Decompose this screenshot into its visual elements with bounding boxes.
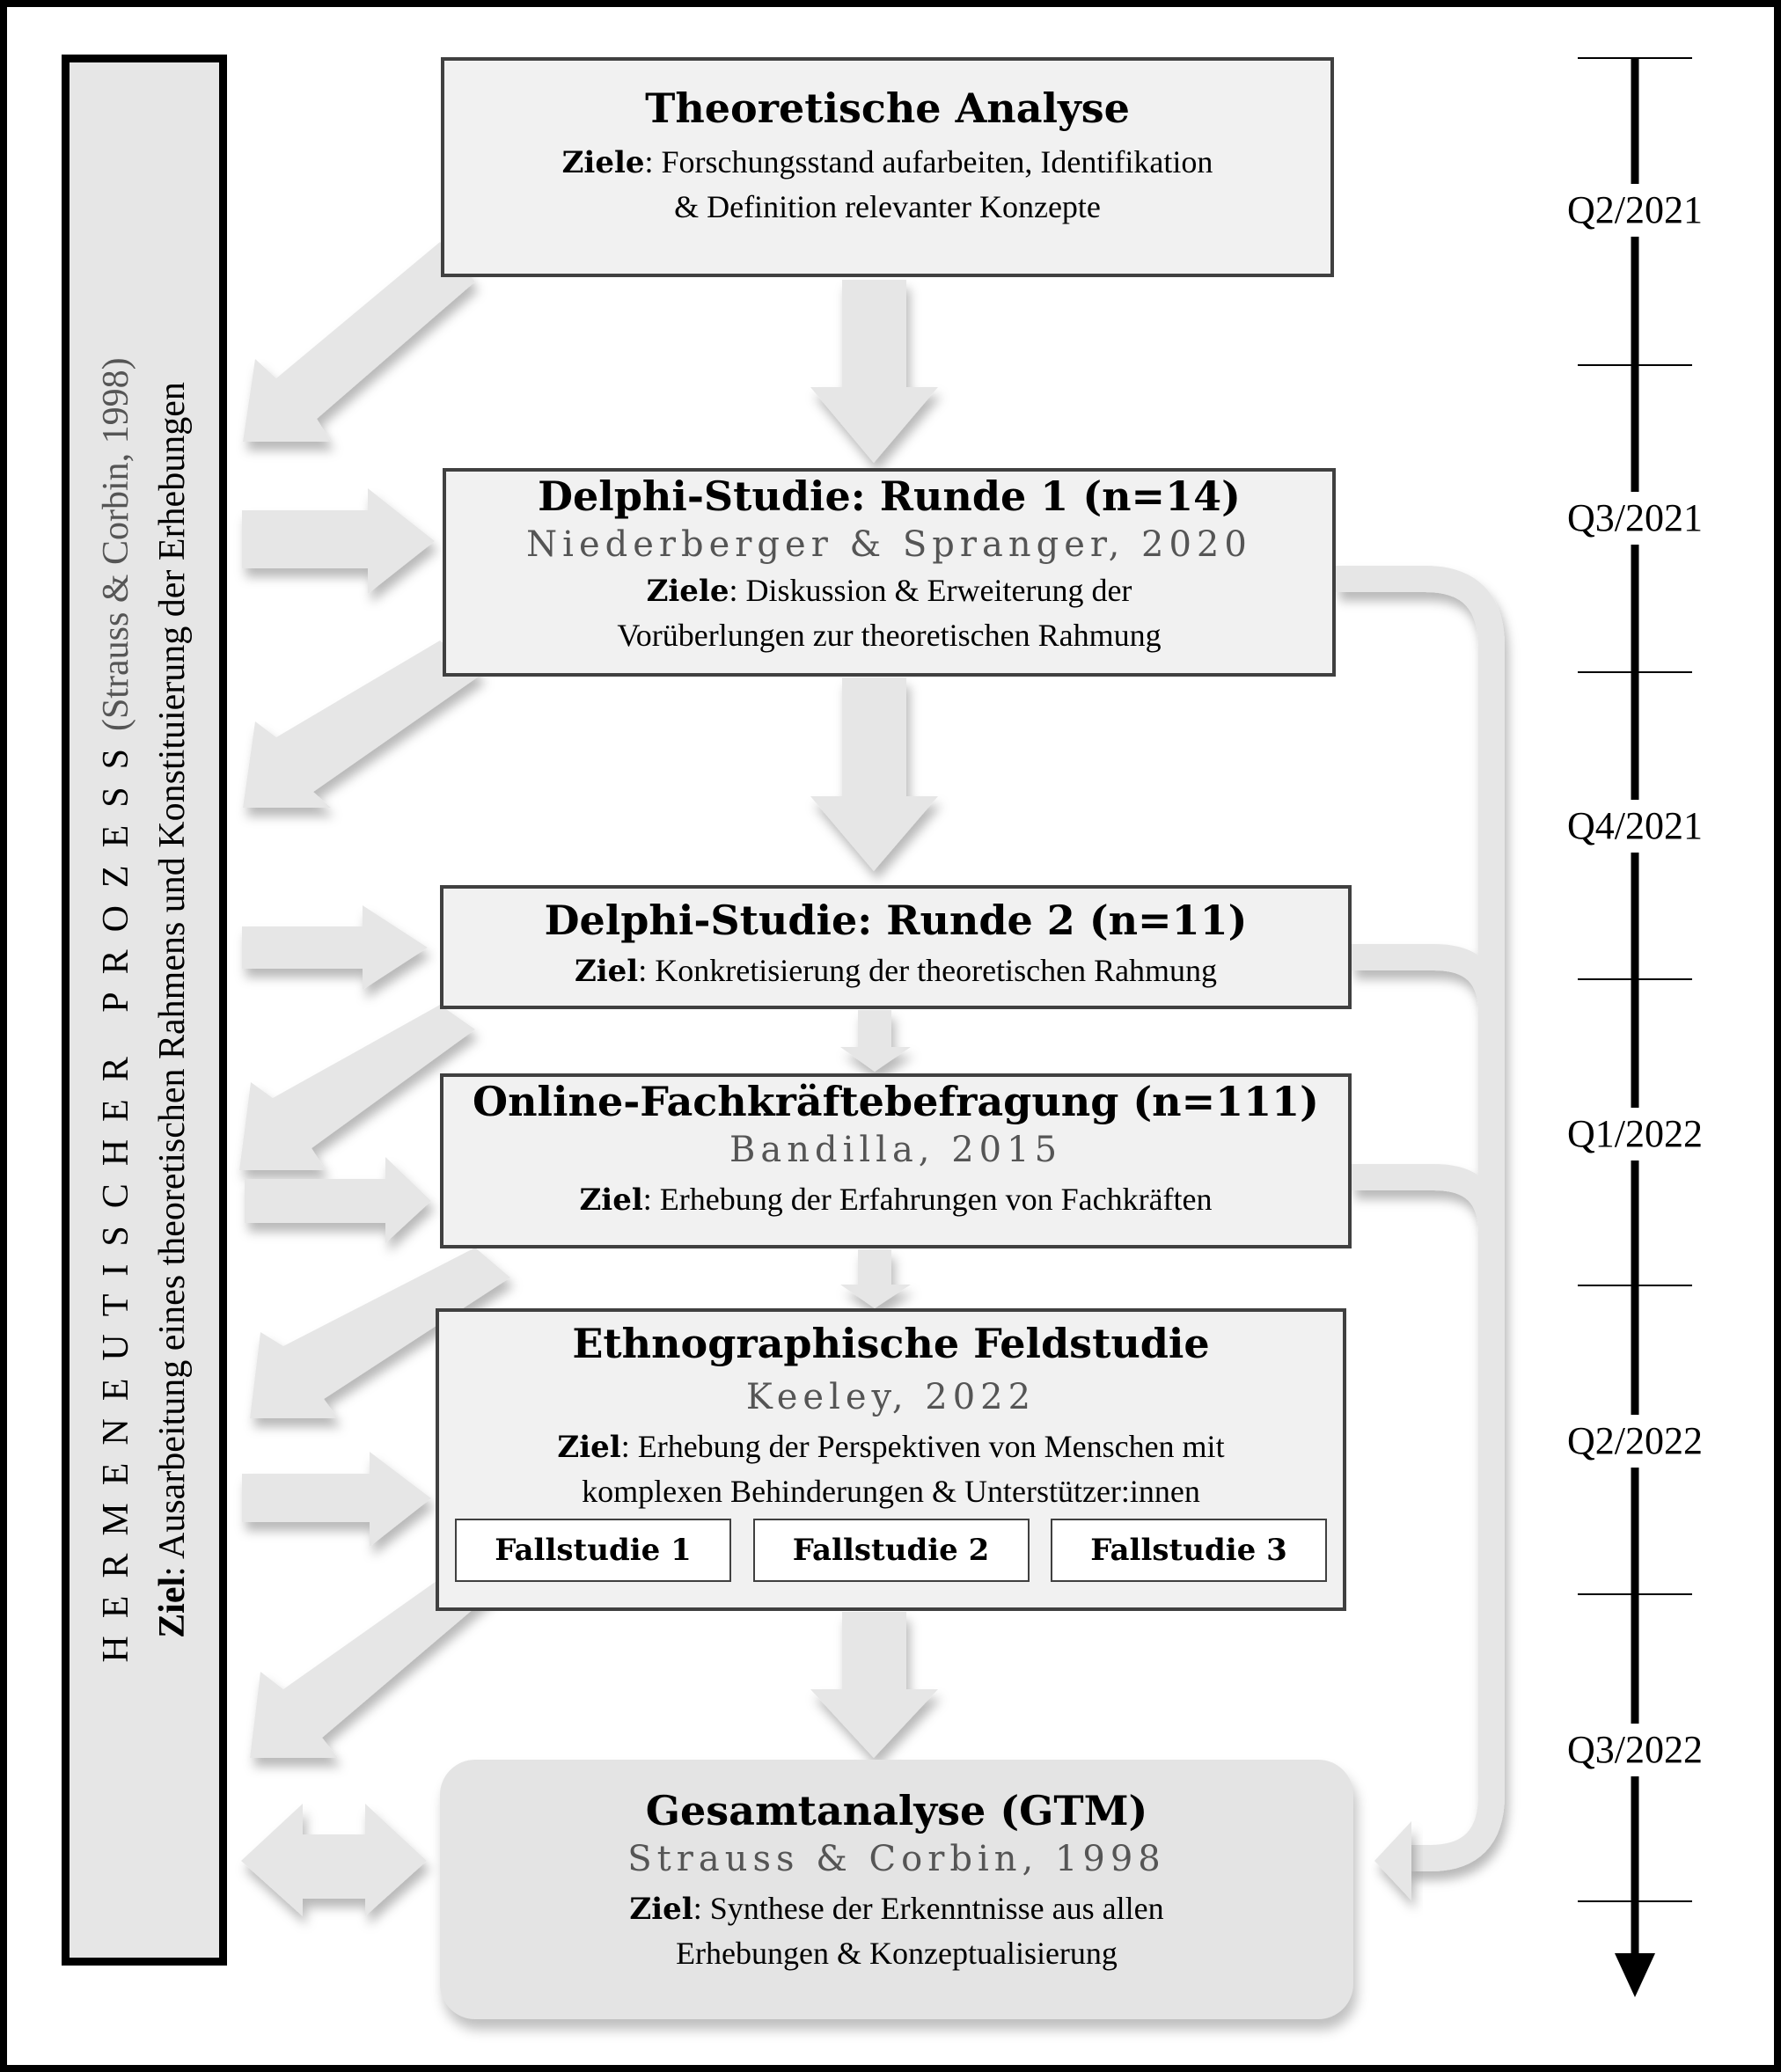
diagonal-arrow-5 xyxy=(250,1566,493,1758)
goal-text: Erhebungen & Konzeptualisierung xyxy=(676,1936,1118,1971)
timeline-label-q1-2022: Q1/2022 xyxy=(1556,1108,1714,1160)
box-title: Online-Fachkräftebefragung (n=111) xyxy=(473,1078,1319,1125)
box-theoretical-analysis: Theoretische Analyse Ziele: Forschungsst… xyxy=(441,57,1334,277)
box-goal: Ziel: Erhebung der Erfahrungen von Fachk… xyxy=(443,1177,1348,1222)
box-goal: Ziel: Erhebung der Perspektiven von Mens… xyxy=(439,1424,1343,1513)
box-citation: Bandilla, 2015 xyxy=(729,1130,1063,1170)
goal-text: : Forschungsstand aufarbeiten, Identifik… xyxy=(644,144,1213,179)
case-study-1: Fallstudie 1 xyxy=(455,1519,731,1582)
feedback-arrow-head xyxy=(1374,1821,1411,1900)
goal-label: Ziel xyxy=(579,1182,643,1218)
down-arrow-2 xyxy=(810,677,938,871)
down-arrow-3 xyxy=(840,1010,911,1072)
timeline-label-q3-2021: Q3/2021 xyxy=(1556,492,1714,545)
box-citation: Niederberger & Spranger, 2020 xyxy=(526,524,1252,565)
goal-text: : Erhebung der Perspektiven von Menschen… xyxy=(620,1429,1225,1464)
down-arrow-5 xyxy=(810,1612,938,1758)
case-study-2: Fallstudie 2 xyxy=(752,1519,1030,1582)
goal-text: : Synthese der Erkenntnisse aus allen xyxy=(693,1891,1164,1926)
right-arrow-1 xyxy=(242,488,435,594)
goal-text: & Definition relevanter Konzepte xyxy=(674,189,1101,224)
right-arrow-2 xyxy=(242,905,428,990)
box-ethnographic-field-study: Ethnographische Feldstudie Keeley, 2022 … xyxy=(436,1308,1346,1611)
box-overall-analysis: Gesamtanalyse (GTM) Strauss & Corbin, 19… xyxy=(440,1760,1353,2019)
timeline-label-q4-2021: Q4/2021 xyxy=(1556,800,1714,853)
goal-text: komplexen Behinderungen & Unterstützer:i… xyxy=(582,1474,1200,1509)
timeline-arrow-head xyxy=(1615,1953,1655,1997)
diagonal-arrow-2 xyxy=(243,641,482,808)
box-citation: Keeley, 2022 xyxy=(745,1377,1037,1417)
goal-text: : Konkretisierung der theoretischen Rahm… xyxy=(638,953,1218,988)
box-title: Gesamtanalyse (GTM) xyxy=(645,1787,1148,1834)
box-delphi-round-1: Delphi-Studie: Runde 1 (n=14) Niederberg… xyxy=(443,468,1336,677)
box-title: Delphi-Studie: Runde 1 (n=14) xyxy=(538,472,1241,520)
goal-text: Vorüberlungen zur theoretischen Rahmung xyxy=(617,618,1162,653)
goal-label: Ziele xyxy=(646,574,729,609)
box-title: Theoretische Analyse xyxy=(645,84,1130,132)
timeline-label-q3-2022: Q3/2022 xyxy=(1556,1724,1714,1776)
down-arrow-1 xyxy=(810,280,938,463)
goal-label: Ziel xyxy=(574,954,639,989)
box-online-survey: Online-Fachkräftebefragung (n=111) Bandi… xyxy=(440,1073,1352,1248)
box-goal: Ziele: Diskussion & Erweiterung der Vorü… xyxy=(446,568,1332,657)
box-delphi-round-2: Delphi-Studie: Runde 2 (n=11) Ziel: Konk… xyxy=(440,885,1352,1009)
down-arrow-4 xyxy=(840,1249,911,1308)
diagonal-arrow-1 xyxy=(243,242,475,442)
right-arrow-4 xyxy=(242,1452,431,1547)
goal-label: Ziele xyxy=(561,145,645,180)
feedback-bracket-connector xyxy=(1336,566,1505,1871)
timeline-label-q2-2022: Q2/2022 xyxy=(1556,1415,1714,1468)
timeline-label-q2-2021: Q2/2021 xyxy=(1556,184,1714,237)
box-citation: Strauss & Corbin, 1998 xyxy=(627,1839,1166,1879)
right-arrow-3 xyxy=(245,1157,431,1243)
goal-text: : Diskussion & Erweiterung der xyxy=(729,573,1132,608)
box-goal: Ziele: Forschungsstand aufarbeiten, Iden… xyxy=(444,140,1330,229)
box-title: Delphi-Studie: Runde 2 (n=11) xyxy=(544,897,1248,944)
diagonal-arrow-4 xyxy=(250,1248,510,1418)
bidirectional-arrow xyxy=(241,1804,427,1916)
diagonal-arrow-3 xyxy=(239,1005,475,1170)
box-title: Ethnographische Feldstudie xyxy=(572,1320,1210,1367)
case-study-3: Fallstudie 3 xyxy=(1051,1519,1327,1582)
hermeneutic-process-panel: HERMENEUTISCHER PROZESS(Strauss & Corbin… xyxy=(62,55,227,1966)
box-goal: Ziel: Konkretisierung der theoretischen … xyxy=(443,948,1348,993)
goal-text: : Erhebung der Erfahrungen von Fachkräft… xyxy=(642,1182,1213,1217)
goal-label: Ziel xyxy=(629,1892,693,1927)
goal-label: Ziel xyxy=(557,1430,621,1465)
case-study-list: Fallstudie 1 Fallstudie 2 Fallstudie 3 xyxy=(439,1519,1343,1582)
timeline xyxy=(1578,57,1692,1997)
box-goal: Ziel: Synthese der Erkenntnisse aus alle… xyxy=(440,1886,1353,1975)
